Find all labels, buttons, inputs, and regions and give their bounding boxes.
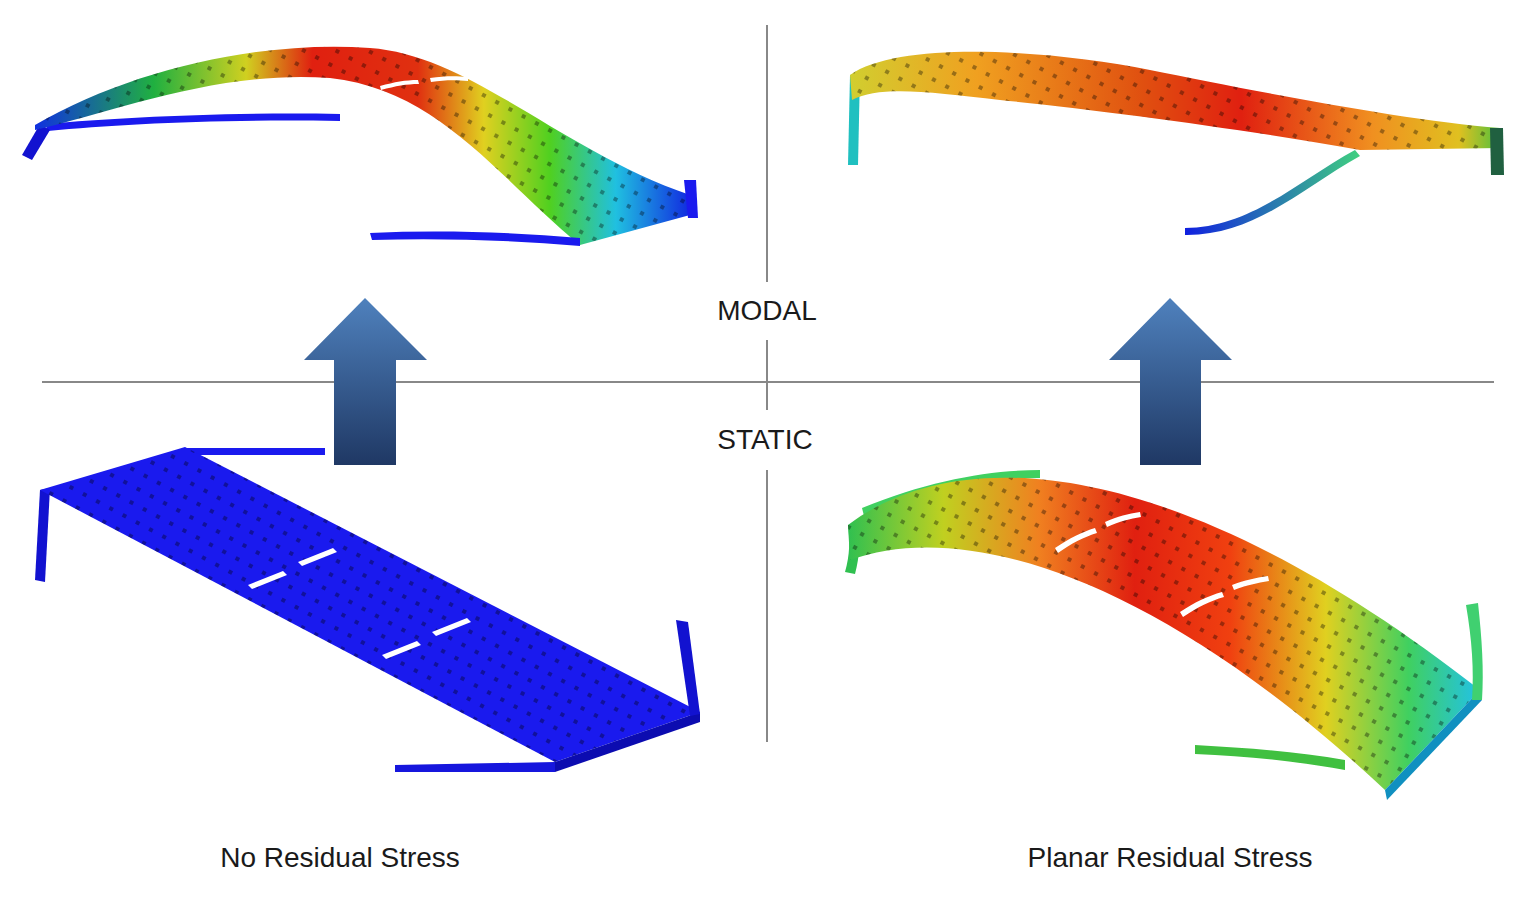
up-arrow (1109, 298, 1232, 465)
mode-shape (848, 52, 1504, 235)
mode-shape (22, 47, 698, 246)
analysis-label: STATIC (713, 423, 816, 457)
up-arrow (304, 298, 427, 465)
condition-label: Planar Residual Stress (1024, 841, 1317, 875)
flat-plate (35, 447, 700, 772)
analysis-label: MODAL (713, 294, 821, 328)
condition-label: No Residual Stress (216, 841, 464, 875)
bowed-plate (845, 470, 1483, 800)
